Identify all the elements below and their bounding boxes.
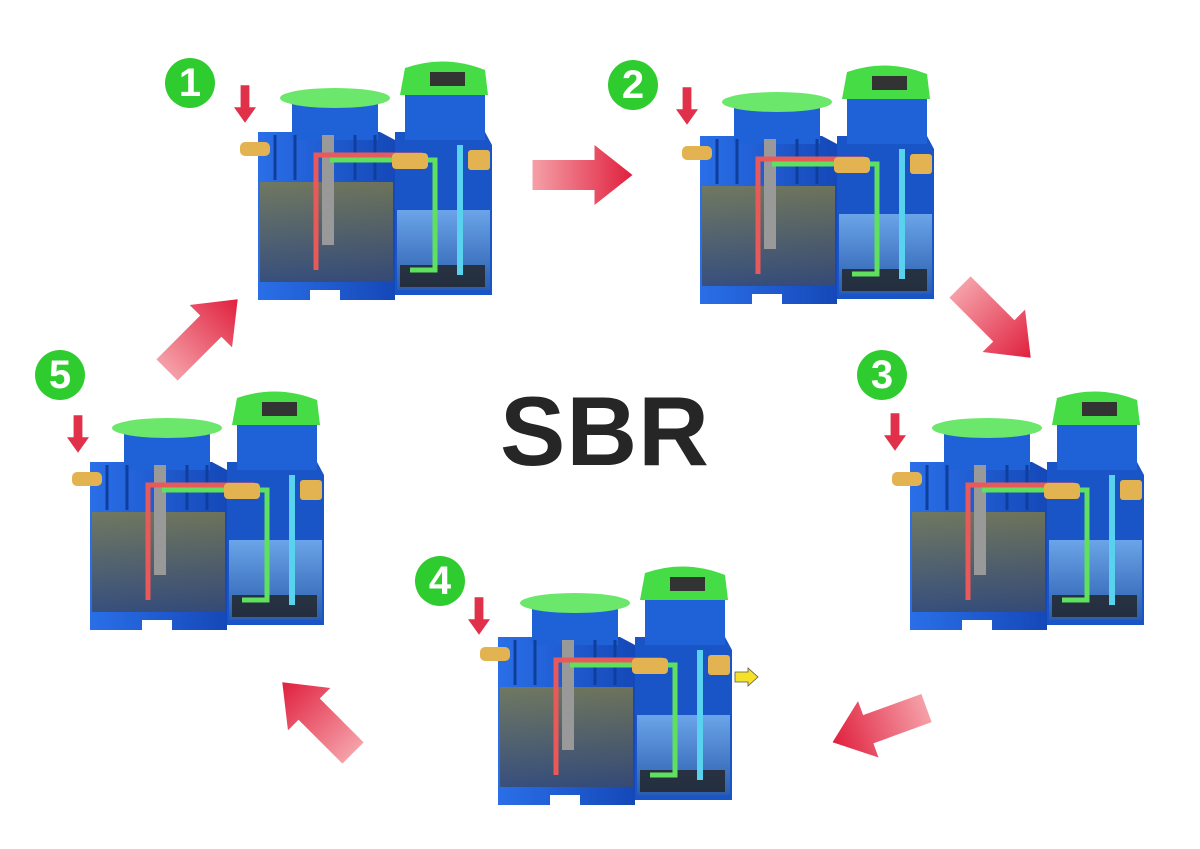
outlet-arrow-icon	[734, 667, 759, 687]
cycle-arrow-1-to-2	[532, 145, 633, 205]
step-badge-5: 5	[35, 350, 85, 400]
step-badge-2: 2	[608, 60, 658, 110]
cycle-arrow-4-to-5	[261, 661, 375, 775]
diagram-title: SBR	[500, 376, 710, 486]
inlet-arrow-icon	[234, 85, 256, 123]
tank-step-2	[682, 65, 934, 304]
tank-step-1	[240, 61, 492, 300]
inlet-arrow-icon	[468, 597, 490, 635]
step-badge-3: 3	[857, 350, 907, 400]
tank-step-4	[480, 566, 732, 805]
step-badge-1: 1	[165, 58, 215, 108]
cycle-arrow-2-to-3	[938, 265, 1052, 379]
cycle-arrow-3-to-4	[822, 679, 937, 771]
step-badge-4: 4	[415, 556, 465, 606]
inlet-arrow-icon	[676, 87, 698, 125]
